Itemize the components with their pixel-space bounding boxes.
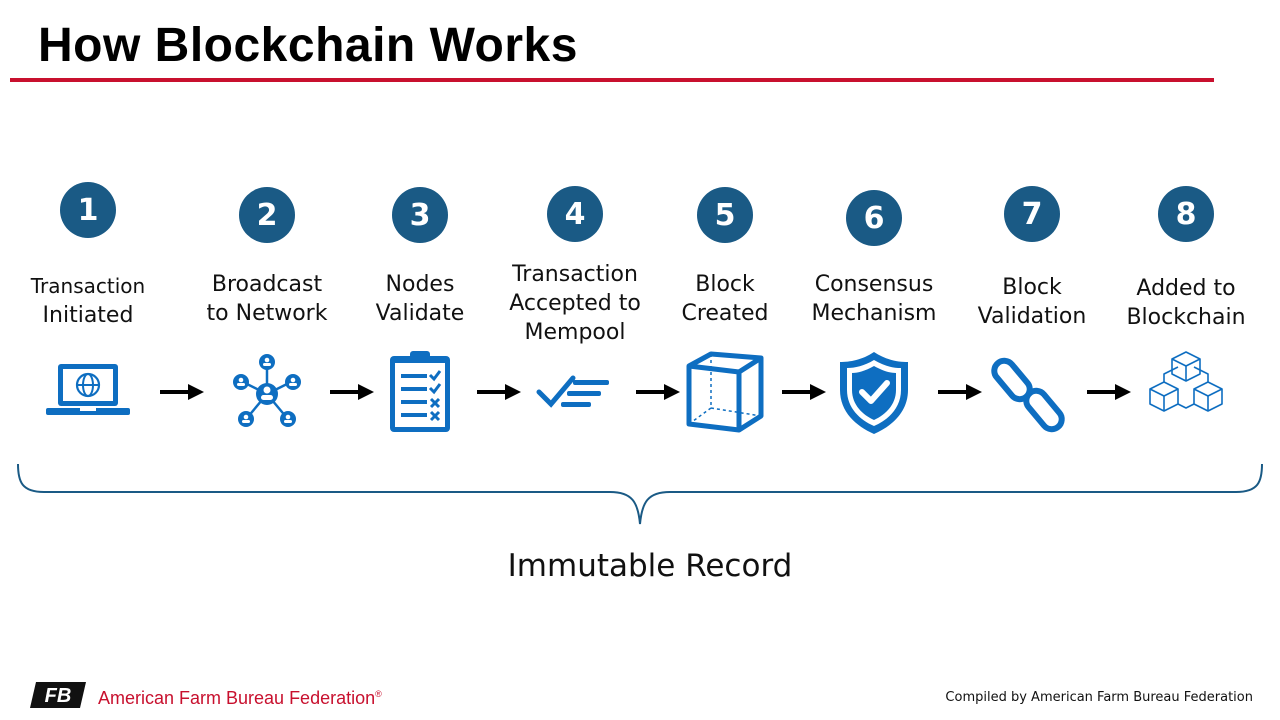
curly-brace [17,463,1263,525]
step-2: 2 Broadcast to Network [187,0,347,440]
step-3-number-badge: 3 [392,187,448,243]
step-5-number-badge: 5 [697,187,753,243]
step-1-label-line-1: Transaction [30,274,146,298]
network-icon [233,354,301,427]
step-8: 8 Added to Blockchain [1106,0,1266,440]
step-6: 6 Consensus Mechanism [794,0,954,440]
step-1: 1 Transaction Initiated [8,0,168,440]
step-4-label-line-2: Accepted to [509,291,641,316]
step-5-label: Block Created [645,270,805,328]
step-4-number-badge: 4 [547,186,603,242]
step-5-label-line-2: Created [681,301,769,326]
registered-mark: ® [375,689,382,699]
flow-arrow-2 [330,384,374,400]
svg-text:FB: FB [45,685,72,707]
clipboard-checklist-icon [390,351,450,432]
step-7-number-badge: 7 [1004,186,1060,242]
step-5: 5 Block Created [645,0,805,440]
page-title: How Blockchain Works [38,19,578,72]
step-7-label-line-2: Validation [977,304,1087,329]
step-7: 7 Block Validation [952,0,1112,440]
step-8-label: Added to Blockchain [1106,274,1266,332]
afbf-logo-icon: FB [30,682,86,708]
flow-arrow-5 [782,384,826,400]
step-8-label-line-2: Blockchain [1126,305,1246,330]
cube-icon [686,351,764,433]
checkmark-list-icon [536,375,609,408]
step-3-label-line-2: Validate [375,301,465,326]
step-8-number-badge: 8 [1158,186,1214,242]
step-1-label-line-2: Initiated [42,303,134,328]
step-3-label: Nodes Validate [340,270,500,328]
step-1-number-badge: 1 [60,182,116,238]
step-7-label-line-1: Block [1002,275,1062,300]
step-7-label: Block Validation [952,273,1112,331]
shield-check-icon [840,352,908,434]
flow-arrow-4 [636,384,680,400]
step-6-label: Consensus Mechanism [794,270,954,328]
step-4-label-line-1: Transaction [512,262,638,287]
footer-credit: Compiled by American Farm Bureau Federat… [945,690,1253,705]
flow-arrow-3 [477,384,521,400]
step-4-label: Transaction Accepted to Mempool [495,260,655,347]
blocks-icon [1149,351,1223,412]
step-2-label-line-1: Broadcast [211,272,323,297]
flow-arrow-7 [1087,384,1131,400]
step-6-number-badge: 6 [846,190,902,246]
step-5-label-line-1: Block [695,272,755,297]
step-8-label-line-1: Added to [1136,276,1236,301]
step-2-label: Broadcast to Network [187,270,347,328]
step-2-label-line-2: to Network [206,301,328,326]
step-3: 3 Nodes Validate [340,0,500,440]
organization-name-text: American Farm Bureau Federation [98,688,376,708]
step-4: 4 Transaction Accepted to Mempool [495,0,655,440]
step-2-number-badge: 2 [239,187,295,243]
organization-name: American Farm Bureau Federation® [98,688,382,709]
step-1-label: Transaction Initiated [8,272,168,330]
flow-arrow-6 [938,384,982,400]
title-divider [10,78,1214,82]
step-6-label-line-1: Consensus [814,272,934,297]
immutable-record-caption: Immutable Record [507,548,793,584]
step-3-label-line-1: Nodes [385,272,455,297]
laptop-globe-icon [46,364,130,415]
step-4-label-line-3: Mempool [524,320,626,345]
flow-arrow-1 [160,384,204,400]
chain-link-icon [991,357,1065,433]
step-6-label-line-2: Mechanism [811,301,937,326]
